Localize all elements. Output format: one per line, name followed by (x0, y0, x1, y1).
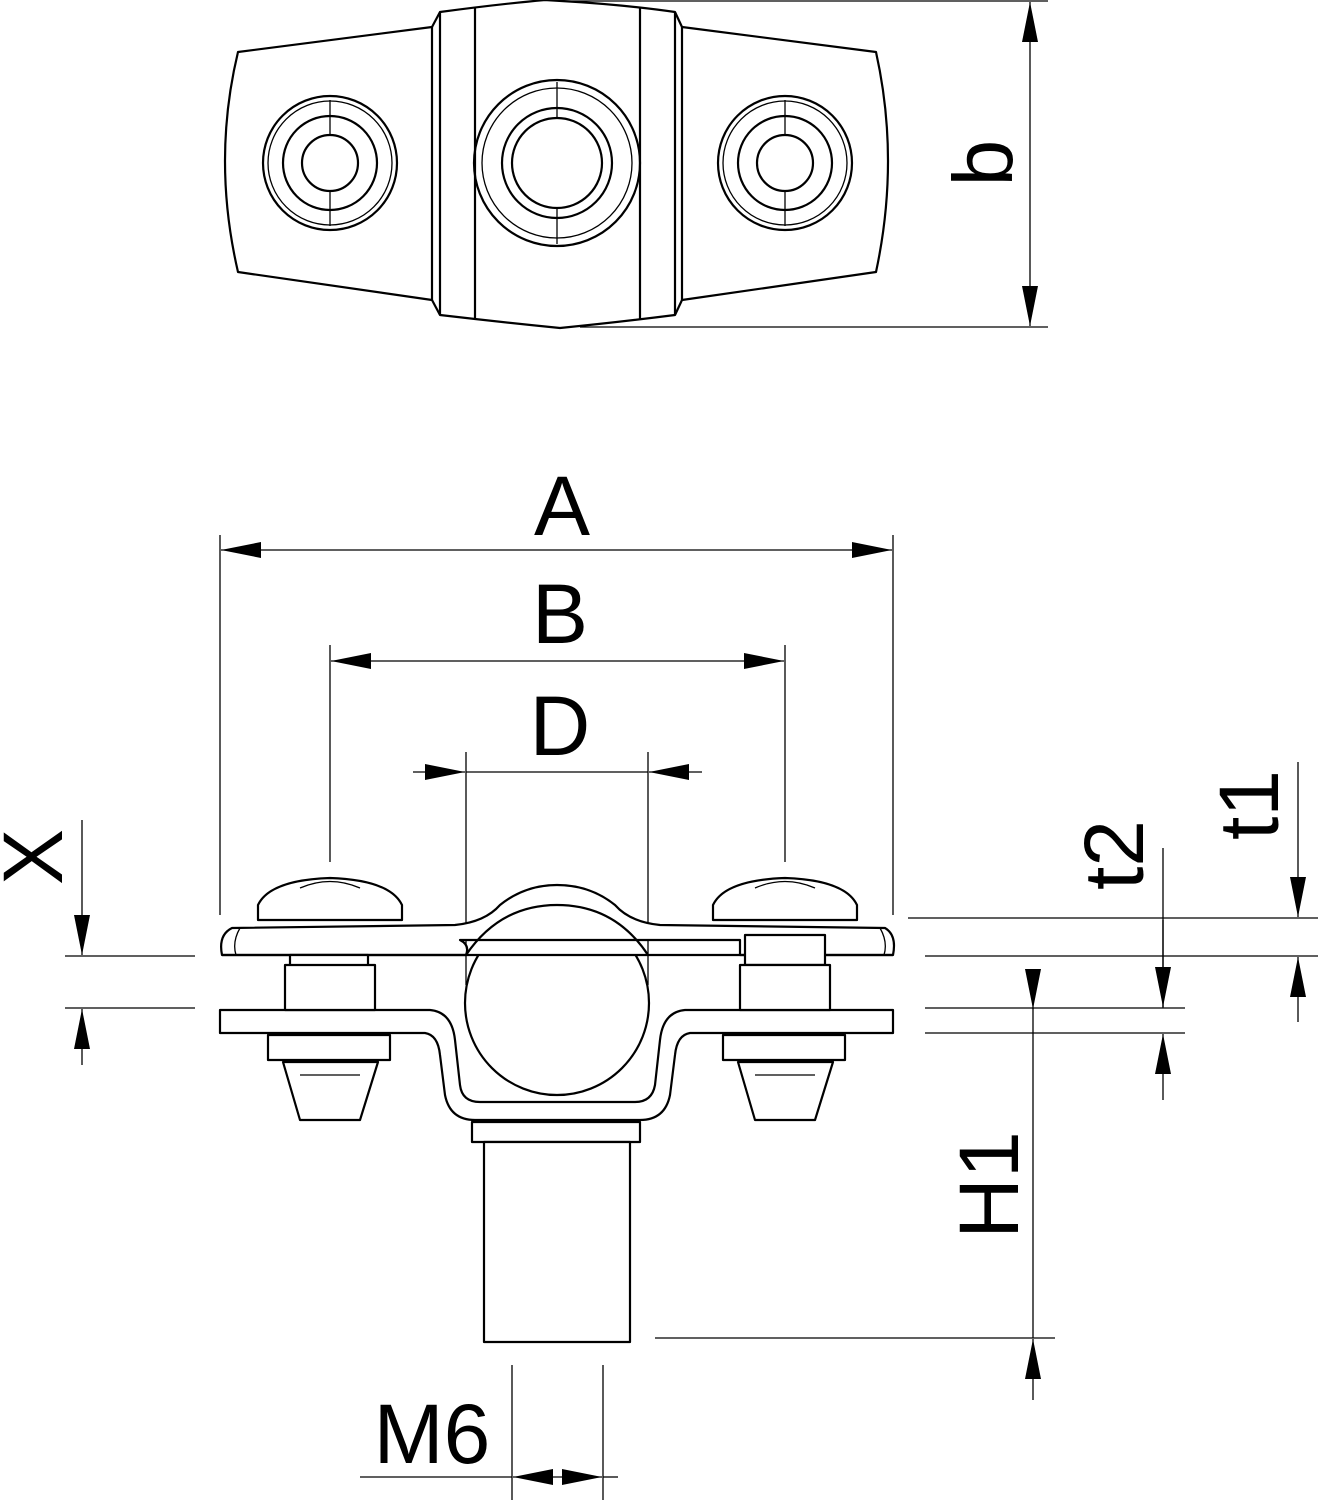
label-b: b (936, 140, 1030, 187)
front-view: A B D (0, 459, 1318, 1500)
bottom-plate (218, 1008, 895, 1122)
right-screw (711, 876, 859, 1122)
right-hole (716, 94, 854, 232)
label-M6: M6 (374, 1387, 491, 1481)
label-A: A (534, 459, 590, 553)
label-t1: t1 (1202, 770, 1296, 840)
top-view: b (223, 0, 1048, 330)
label-B: B (532, 567, 588, 661)
label-X: X (0, 829, 80, 885)
top-strap (220, 883, 896, 957)
top-view-outline (223, 0, 890, 330)
label-H1: H1 (942, 1131, 1036, 1238)
left-hole (261, 94, 399, 232)
center-hole (472, 78, 642, 248)
threaded-stud (470, 1120, 642, 1344)
left-screw (256, 876, 404, 1122)
label-D: D (530, 679, 591, 773)
label-t2: t2 (1067, 820, 1161, 890)
